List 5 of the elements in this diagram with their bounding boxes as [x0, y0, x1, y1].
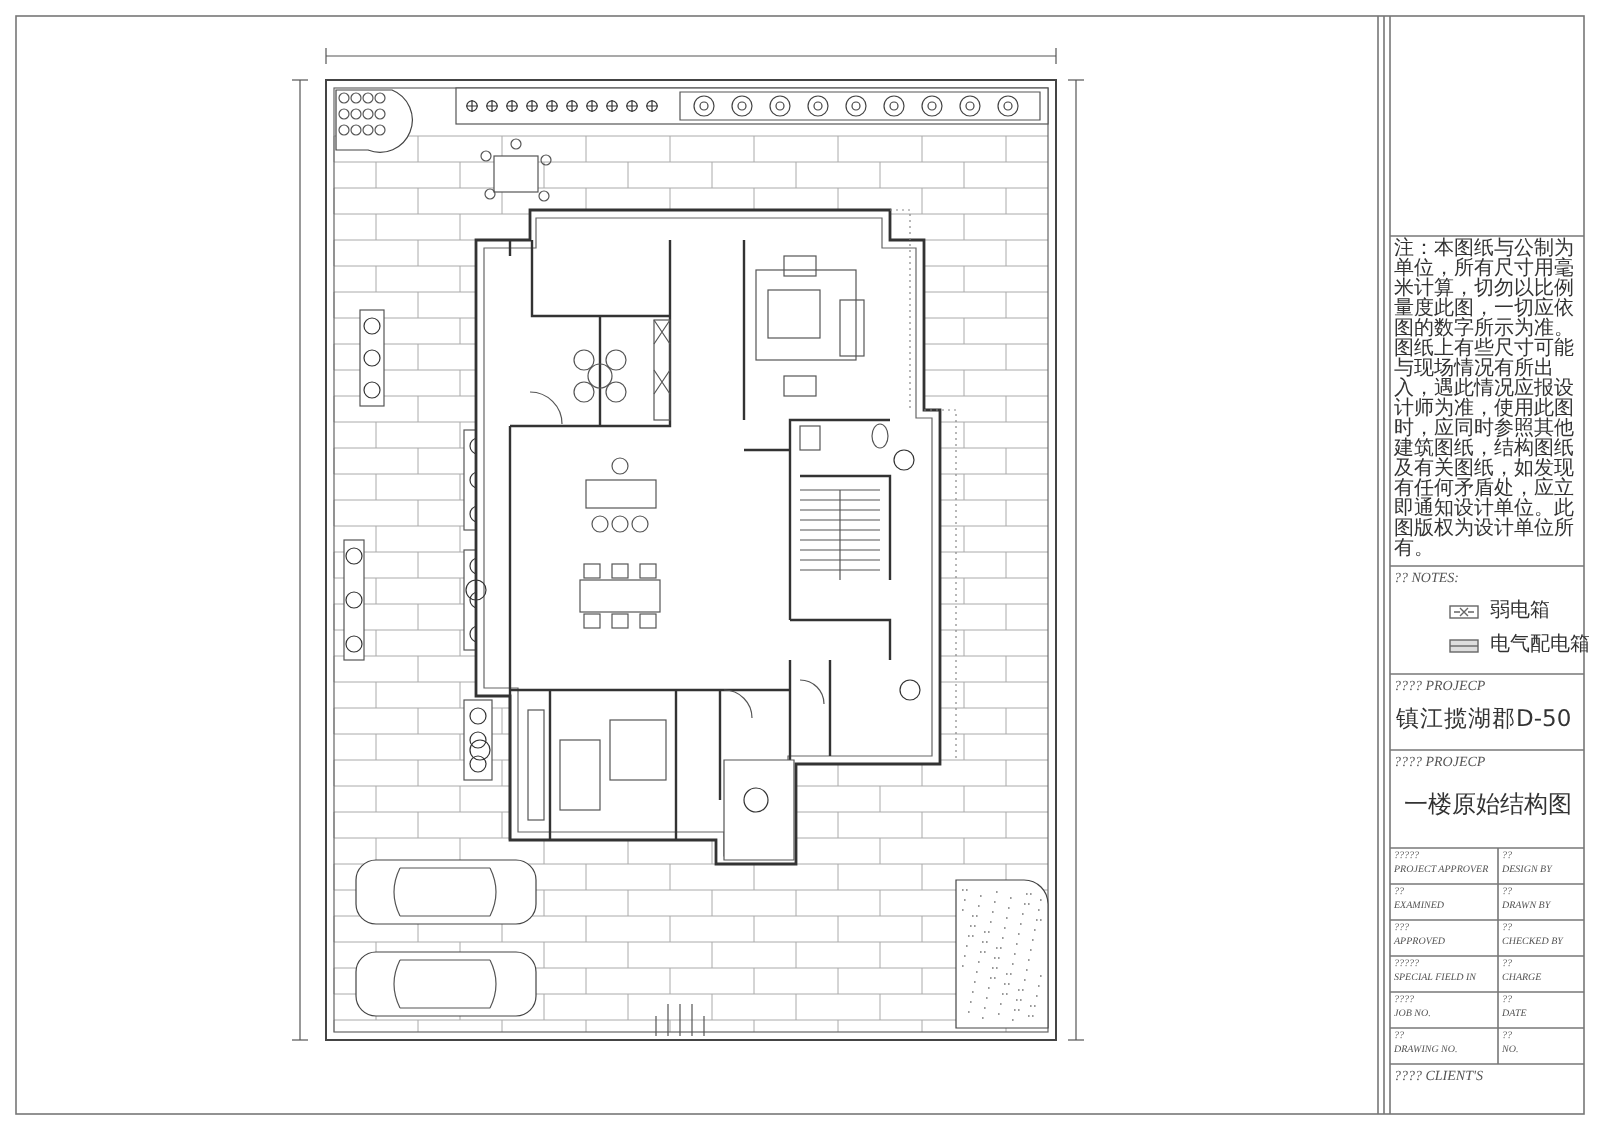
title-text: 一楼原始结构图: [1404, 792, 1574, 819]
title-text: 镇江揽湖郡D-50: [1396, 706, 1574, 732]
legend-text: 电气配电箱: [1490, 634, 1590, 656]
legend-text: 弱电箱: [1490, 600, 1550, 622]
notes-paragraph: 注：本图纸与公制为单位，所有尺寸用毫米计算，切勿以比例量度此图，一切应依图的数字所示为准。图纸上有些尺寸可能与现场情况有所出入，遇此情况应报设计师为准，使用此图时，应同时参照其他建筑图纸，结构图纸及有关图纸，如发现有任何矛盾处，应立即通知设计单位。此图版权为设计单位所有。: [1394, 240, 1576, 560]
